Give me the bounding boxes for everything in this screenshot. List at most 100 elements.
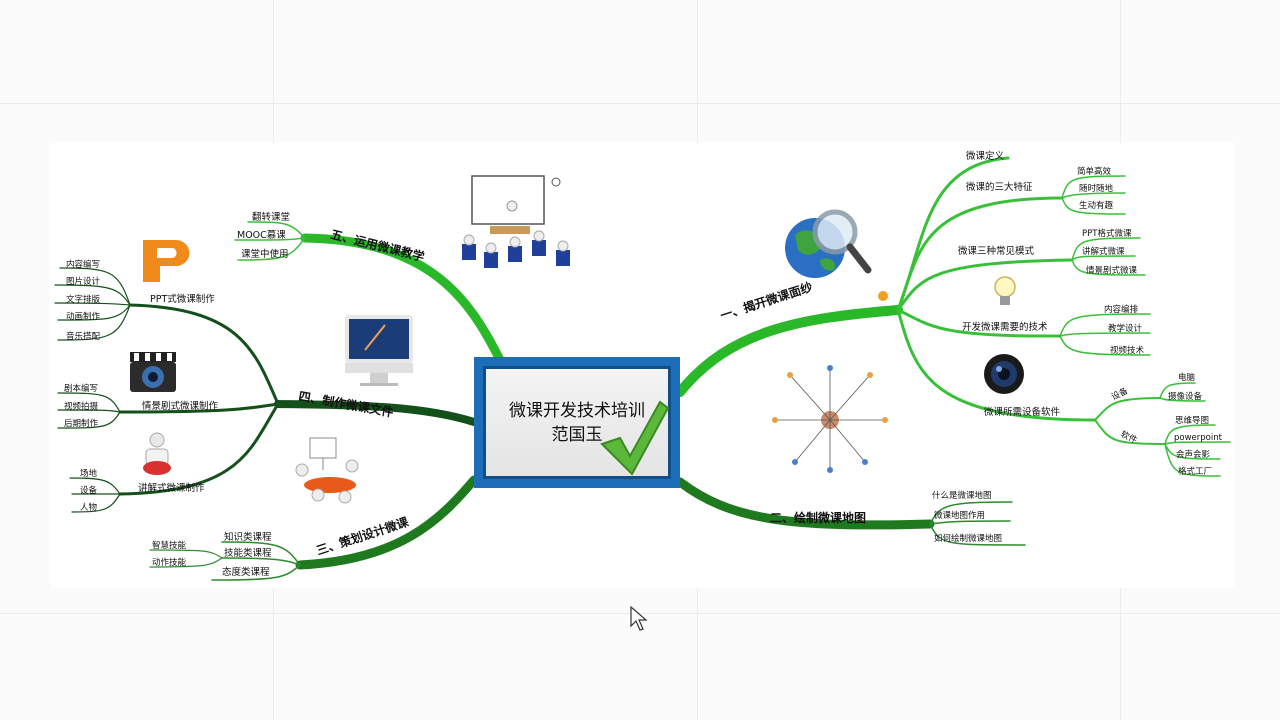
teacher-figure-icon — [143, 432, 171, 475]
ppt-logo-icon — [143, 240, 190, 282]
leaf-line — [234, 237, 306, 241]
b4-c2-label[interactable]: 情景剧式微课制作 — [142, 400, 219, 412]
leaf-line — [57, 304, 131, 321]
leaf-line — [221, 557, 301, 566]
leaf-line — [1061, 175, 1126, 199]
leaf-line — [1159, 397, 1206, 402]
hw-line — [1094, 397, 1161, 421]
branch-3 — [149, 475, 479, 581]
leaf-line — [247, 221, 306, 239]
branch-4-line — [274, 400, 478, 426]
leaf-label[interactable]: 智慧技能 — [152, 540, 187, 551]
b1-c3-label[interactable]: 微课三种常见模式 — [958, 245, 1035, 257]
leaf-label[interactable]: 视频拍摄 — [64, 401, 99, 412]
leaf-label[interactable]: 图片设计 — [66, 276, 101, 287]
b1-c2-label[interactable]: 微课的三大特征 — [966, 181, 1033, 193]
leaf-label[interactable]: 摄像设备 — [1168, 391, 1203, 402]
sw-line — [1094, 419, 1166, 445]
globe-magnifier-icon — [785, 209, 872, 278]
video-camera-icon — [130, 352, 176, 392]
leaf-label[interactable]: 文字排版 — [66, 294, 101, 305]
leaf-line — [1059, 335, 1151, 356]
leaf-line — [1164, 424, 1216, 445]
leaf-label[interactable]: 人物 — [80, 502, 98, 513]
leaf-line — [69, 477, 121, 495]
leaf-label[interactable]: 讲解式微课 — [1082, 246, 1125, 257]
leaf-line — [57, 392, 121, 413]
b4-c3-label[interactable]: 讲解式微课制作 — [138, 482, 205, 494]
branch-4-label[interactable]: 四、制作微课文件 — [297, 388, 394, 419]
leaf-label[interactable]: 教学设计 — [1108, 323, 1143, 334]
leaf-label[interactable]: 场地 — [80, 468, 98, 479]
leaf-line — [59, 267, 131, 306]
leaf-label[interactable]: 什么是微课地图 — [932, 490, 992, 501]
b1-c5-line — [896, 308, 1097, 422]
leaf-label[interactable]: 动画制作 — [66, 311, 101, 322]
leaf-label[interactable]: 设备 — [80, 485, 98, 496]
leaf-line — [1071, 255, 1136, 261]
leaf-label[interactable]: 音乐搭配 — [66, 331, 101, 342]
branch-1-label[interactable]: 一、揭开微课面纱 — [718, 279, 814, 323]
leaf-line — [929, 501, 1013, 525]
leaf-label[interactable]: 情景剧式微课 — [1086, 265, 1138, 276]
b3-c3-label[interactable]: 态度类课程 — [222, 566, 270, 578]
leaf-line — [1159, 382, 1196, 399]
leaf-label[interactable]: powerpoint — [1174, 433, 1223, 443]
leaf-label[interactable]: 剧本编写 — [64, 383, 98, 394]
leaf-line — [1071, 259, 1146, 276]
leaf-line — [149, 549, 223, 559]
leaf-label[interactable]: 简单高效 — [1077, 166, 1112, 177]
leaf-line — [1061, 192, 1126, 199]
leaf-label[interactable]: 动作技能 — [152, 557, 187, 568]
b3-c2-label[interactable]: 技能类课程 — [224, 547, 272, 559]
branch-2-label[interactable]: 二、绘制微课地图 — [770, 510, 866, 525]
b1-c3-line — [896, 258, 1074, 312]
checkmark-icon — [600, 400, 670, 476]
leaf-line — [929, 520, 1011, 525]
leaf-line — [149, 557, 223, 568]
mouse-cursor-icon — [630, 606, 648, 631]
leaf-label[interactable]: 生动有趣 — [1079, 200, 1114, 211]
leaf-line — [57, 411, 121, 429]
leaf-label[interactable]: 思维导图 — [1175, 415, 1209, 426]
leaf-line — [71, 493, 121, 513]
b1-c4-label[interactable]: 开发微课需要的技术 — [962, 321, 1048, 333]
leaf-line — [237, 237, 306, 261]
leaf-line — [1164, 443, 1221, 477]
leaf-label[interactable]: 后期制作 — [64, 418, 99, 429]
leaf-line — [1071, 237, 1141, 261]
leaf-label[interactable]: 翻转课堂 — [252, 211, 290, 223]
leaf-line — [1061, 197, 1126, 215]
leaf-label[interactable]: 微课地图作用 — [934, 510, 985, 521]
leaf-line — [929, 523, 1026, 546]
branch-1-line — [675, 305, 903, 397]
b4-c1-label[interactable]: PPT式微课制作 — [150, 293, 215, 305]
leaf-line — [57, 304, 131, 341]
b1-c1-label[interactable]: 微课定义 — [966, 150, 1005, 162]
leaf-label[interactable]: PPT格式微课 — [1082, 228, 1132, 239]
leaf-label[interactable]: 内容编排 — [1104, 304, 1139, 315]
leaf-label[interactable]: 会声会影 — [1176, 449, 1211, 460]
leaf-line — [1059, 332, 1151, 337]
b1-c2-line — [896, 196, 1064, 312]
meeting-figures-icon — [295, 437, 359, 504]
leaf-line — [1059, 313, 1151, 337]
leaf-label[interactable]: 如何绘制微课地图 — [934, 533, 1002, 544]
b4-c3-line — [118, 402, 280, 496]
leaf-label[interactable]: 随时随地 — [1079, 183, 1114, 194]
leaf-label[interactable]: MOOC慕课 — [237, 229, 286, 241]
b1-c5-label[interactable]: 微课所需设备软件 — [984, 406, 1061, 418]
leaf-label[interactable]: 电脑 — [1178, 372, 1196, 383]
b3-c1-label[interactable]: 知识类课程 — [224, 531, 272, 543]
leaf-label[interactable]: 课堂中使用 — [241, 248, 289, 260]
leaf-line — [57, 409, 121, 413]
leaf-line — [211, 564, 301, 581]
branch-4 — [54, 267, 478, 513]
branch-5-line — [300, 233, 505, 365]
leaf-label[interactable]: 视频技术 — [1110, 345, 1145, 356]
classroom-figures-icon — [462, 175, 570, 268]
leaf-label[interactable]: 格式工厂 — [1178, 466, 1212, 477]
leaf-label[interactable]: 内容编写 — [66, 259, 100, 270]
branch-1 — [675, 156, 1231, 477]
